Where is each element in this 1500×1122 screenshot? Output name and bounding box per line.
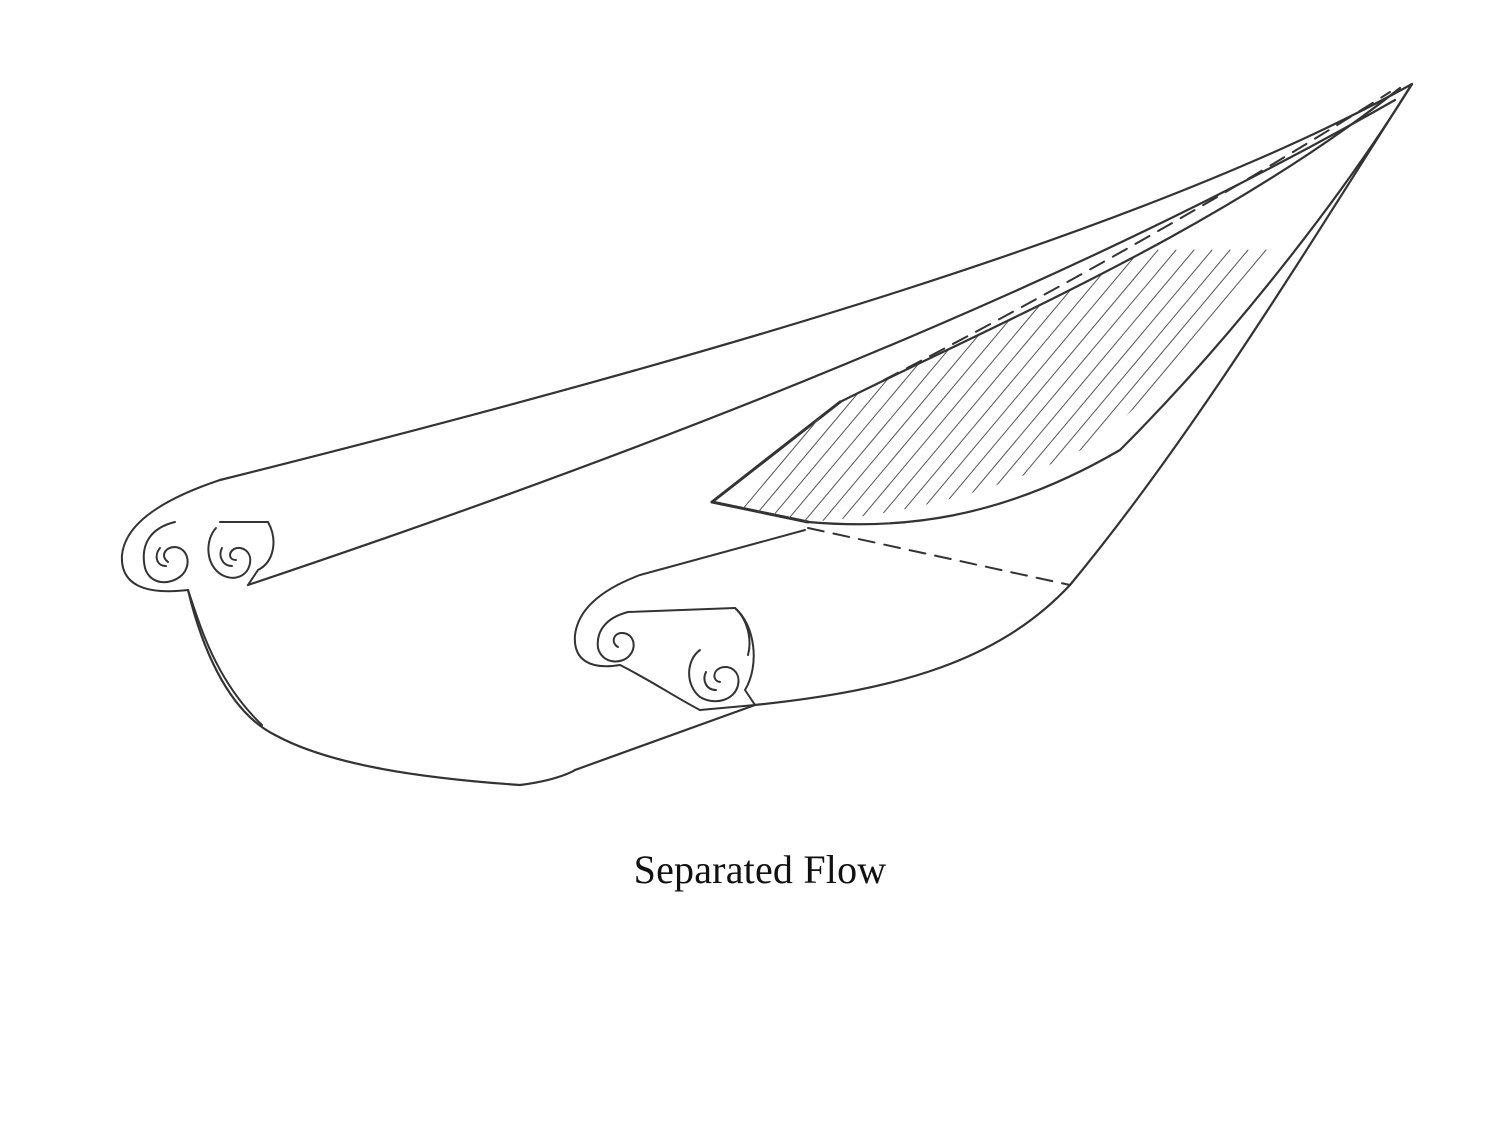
- upper-vortex-sheet: [220, 84, 1412, 585]
- figure-caption: Separated Flow: [633, 847, 887, 892]
- hatched-separation-region: [700, 60, 1480, 560]
- left-vortex-roll: [122, 480, 274, 725]
- middle-vortex-roll: [575, 530, 805, 710]
- hidden-dashed-lines: [808, 92, 1390, 585]
